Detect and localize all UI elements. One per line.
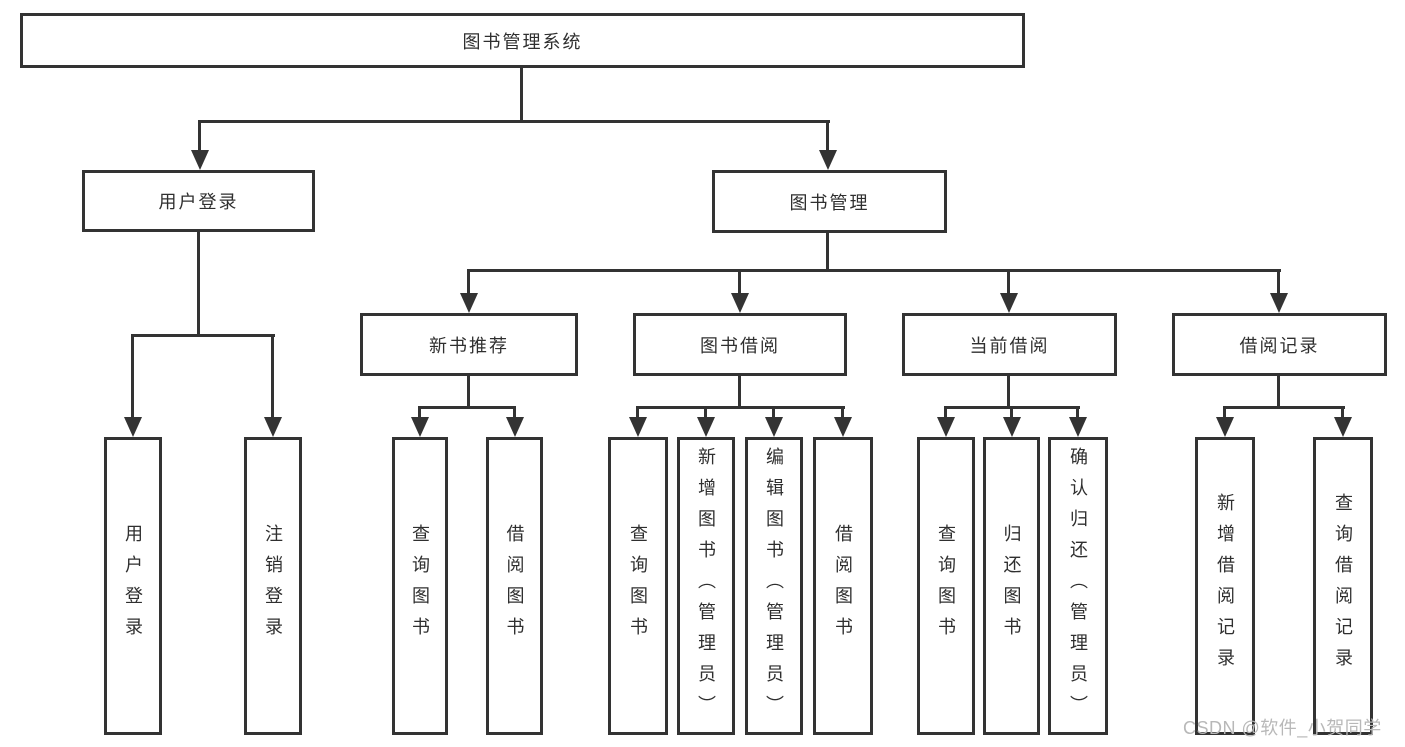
connector-arrow (131, 334, 134, 417)
connector-line (198, 120, 830, 123)
node-label: 新增借阅记录 (1215, 493, 1235, 679)
connector-line (418, 406, 516, 409)
node-label: 查询借阅记录 (1333, 493, 1353, 679)
connector-arrow (467, 269, 470, 293)
csdn-watermark: CSDN @软件_小贺同学 (1183, 718, 1382, 738)
connector-line (1277, 374, 1280, 409)
node-leaf-add-borrow-record: 新增借阅记录 (1195, 437, 1255, 735)
connector-line (1223, 406, 1345, 409)
node-label: 查询图书 (936, 524, 956, 648)
node-book-management: 图书管理 (712, 170, 947, 233)
node-leaf-confirm-return-admin: 确认归还（管理员） (1048, 437, 1108, 735)
node-leaf-edit-books-admin: 编辑图书（管理员） (745, 437, 803, 735)
connector-arrow (704, 406, 707, 417)
node-leaf-return-books: 归还图书 (983, 437, 1040, 735)
node-leaf-query-books-3: 查询图书 (917, 437, 975, 735)
connector-arrow (636, 406, 639, 417)
node-label: 图书管理系统 (462, 31, 583, 52)
connector-line (636, 406, 845, 409)
node-leaf-query-books-2: 查询图书 (608, 437, 668, 735)
node-label: 查询图书 (410, 524, 430, 648)
connector-line (467, 269, 1281, 272)
node-user-login: 用户登录 (82, 170, 315, 232)
node-label: 新书推荐 (429, 335, 509, 356)
connector-arrow (738, 269, 741, 293)
node-label: 编辑图书（管理员） (764, 446, 784, 726)
connector-line (520, 64, 523, 122)
node-label: 图书管理 (789, 192, 870, 213)
connector-arrow (198, 120, 201, 150)
node-leaf-query-borrow-record: 查询借阅记录 (1313, 437, 1373, 735)
connector-arrow (513, 406, 516, 417)
connector-arrow (418, 406, 421, 417)
node-leaf-borrow-books-2: 借阅图书 (813, 437, 873, 735)
node-label: 当前借阅 (969, 335, 1050, 356)
connector-arrow (944, 406, 947, 417)
connector-line (467, 374, 470, 409)
node-label: 借阅图书 (833, 524, 853, 648)
connector-line (197, 230, 200, 337)
node-label: 用户登录 (123, 524, 143, 648)
connector-arrow (1076, 406, 1079, 417)
node-new-book-recommend: 新书推荐 (360, 313, 578, 376)
node-label: 用户登录 (158, 192, 239, 212)
node-root: 图书管理系统 (20, 13, 1025, 68)
connector-arrow (271, 334, 274, 417)
node-leaf-borrow-books-1: 借阅图书 (486, 437, 543, 735)
connector-arrow (1007, 269, 1010, 293)
node-label: 新增图书（管理员） (696, 446, 716, 726)
node-label: 查询图书 (628, 524, 648, 648)
node-label: 借阅图书 (504, 524, 525, 648)
connector-arrow (1010, 406, 1013, 417)
node-label: 注销登录 (263, 524, 283, 648)
connector-arrow (772, 406, 775, 417)
connector-line (738, 374, 741, 409)
node-label: 归还图书 (1001, 524, 1022, 648)
node-book-borrow: 图书借阅 (633, 313, 847, 376)
node-label: 确认归还（管理员） (1068, 446, 1088, 726)
connector-line (131, 334, 275, 337)
node-borrow-records: 借阅记录 (1172, 313, 1387, 376)
node-leaf-user-login: 用户登录 (104, 437, 162, 735)
connector-line (1007, 374, 1010, 409)
connector-arrow (1341, 406, 1344, 417)
connector-arrow (1277, 269, 1280, 293)
node-leaf-add-books-admin: 新增图书（管理员） (677, 437, 735, 735)
node-leaf-query-books-1: 查询图书 (392, 437, 448, 735)
connector-line (826, 230, 829, 272)
connector-arrow (826, 120, 829, 150)
node-leaf-logout: 注销登录 (244, 437, 302, 735)
connector-arrow (1223, 406, 1226, 417)
node-current-borrow: 当前借阅 (902, 313, 1117, 376)
connector-arrow (841, 406, 844, 417)
node-label: 图书借阅 (700, 335, 780, 356)
node-label: 借阅记录 (1239, 335, 1320, 356)
